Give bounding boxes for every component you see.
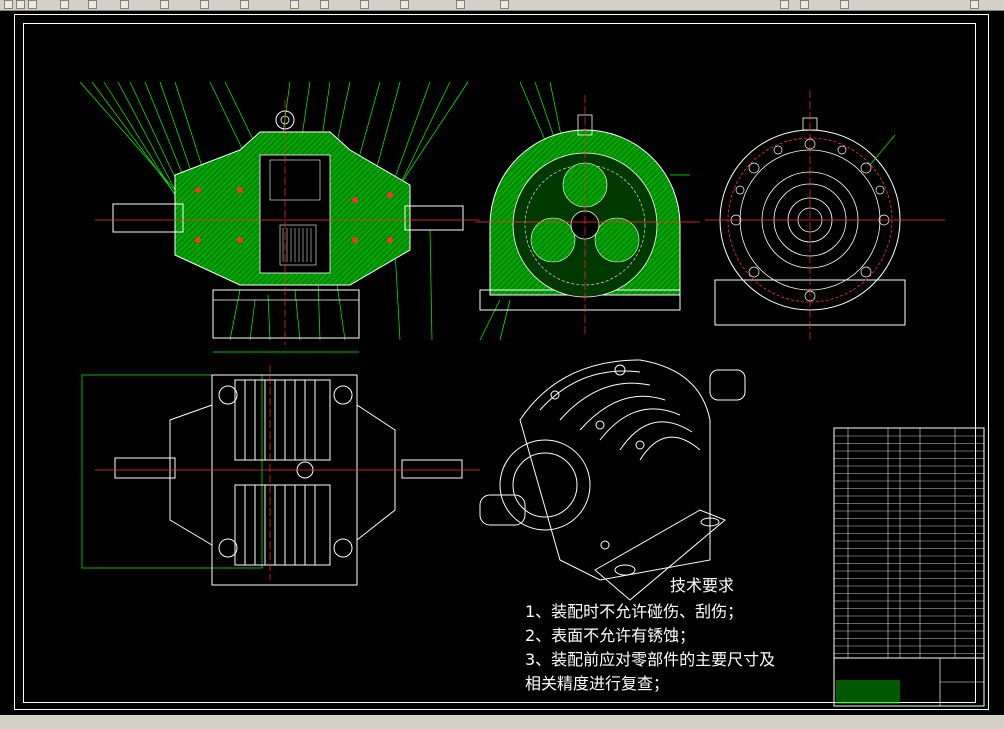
front-view-gears xyxy=(475,81,700,341)
undo-icon[interactable] xyxy=(200,0,209,9)
cut-icon[interactable] xyxy=(88,0,97,9)
cad-toolbar xyxy=(0,0,1004,11)
tech-requirement-4: 相关精度进行复查； xyxy=(525,674,670,693)
title-block xyxy=(833,427,985,707)
layers-icon[interactable] xyxy=(400,0,409,9)
tech-requirement-1: 1、装配时不允许碰伤、刮伤； xyxy=(525,602,744,621)
isometric-view xyxy=(479,359,746,601)
tech-requirements-heading: 技术要求 xyxy=(670,576,735,595)
top-view xyxy=(81,365,480,586)
lineweight-icon[interactable] xyxy=(800,0,809,9)
new-file-icon[interactable] xyxy=(4,0,13,9)
linetype-icon[interactable] xyxy=(780,0,789,9)
save-icon[interactable] xyxy=(28,0,37,9)
color-control-icon[interactable] xyxy=(500,0,509,9)
paste-icon[interactable] xyxy=(160,0,169,9)
pan-icon[interactable] xyxy=(290,0,299,9)
dropdown-icon[interactable] xyxy=(970,0,979,9)
print-icon[interactable] xyxy=(60,0,69,9)
copy-icon[interactable] xyxy=(120,0,129,9)
zoom-icon[interactable] xyxy=(320,0,329,9)
redo-icon[interactable] xyxy=(240,0,249,9)
properties-icon[interactable] xyxy=(360,0,369,9)
plot-style-icon[interactable] xyxy=(840,0,849,9)
section-view xyxy=(79,81,480,353)
layer-state-icon[interactable] xyxy=(456,0,465,9)
status-bar xyxy=(0,715,1004,729)
open-file-icon[interactable] xyxy=(16,0,25,9)
side-view xyxy=(705,90,945,340)
drawing-outer-frame xyxy=(14,14,989,710)
drawing-inner-frame xyxy=(23,23,976,703)
tech-requirement-3: 3、装配前应对零部件的主要尺寸及 xyxy=(525,650,776,669)
tech-requirement-2: 2、表面不允许有锈蚀； xyxy=(525,626,696,645)
